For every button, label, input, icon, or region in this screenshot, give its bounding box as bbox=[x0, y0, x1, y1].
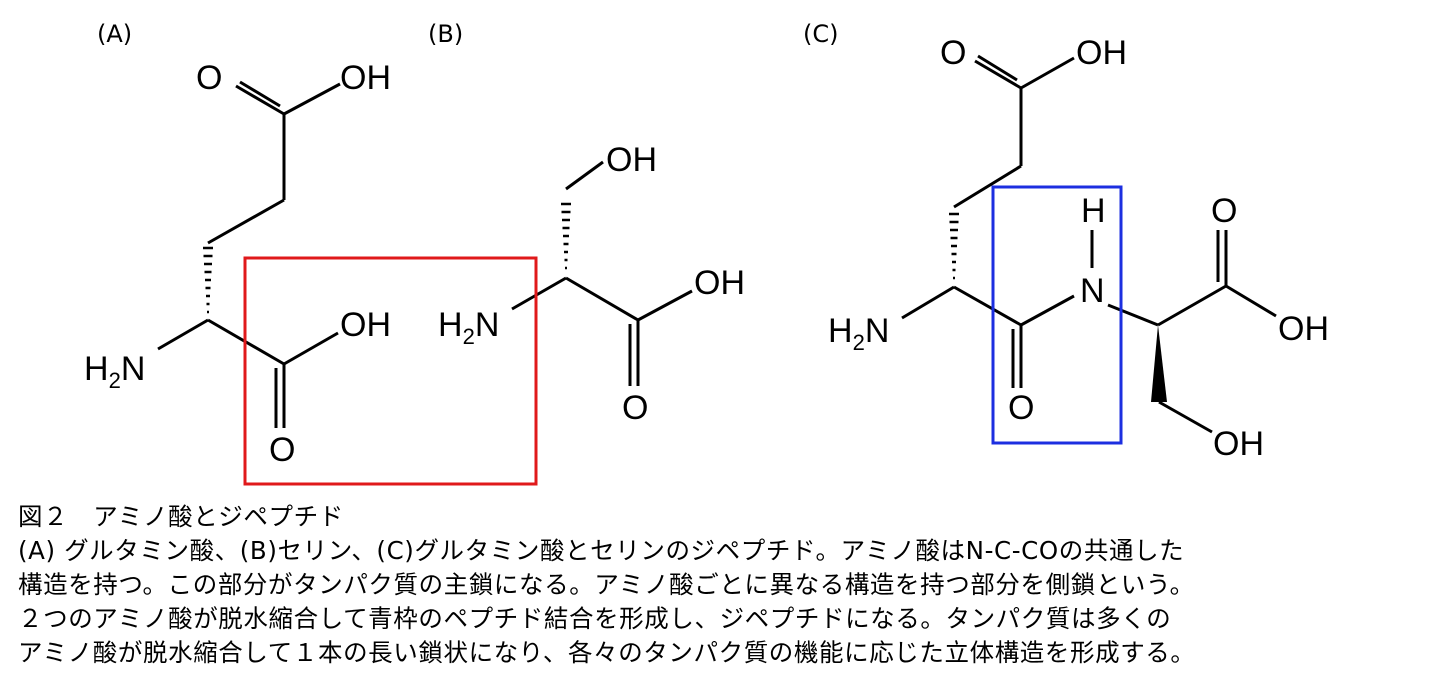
atom-oh-carboxyl-b: OH bbox=[694, 264, 745, 302]
figure-caption: 図２ アミノ酸とジペプチド (A) グルタミン酸、(B)セリン、(C)グルタミン… bbox=[18, 500, 1418, 670]
atom-h2n-a: H2N bbox=[84, 350, 145, 393]
atom-o-carboxyl-c: O bbox=[1211, 192, 1237, 230]
peptide-pair-highlight-box bbox=[243, 256, 538, 486]
atom-oh-carboxyl-c: OH bbox=[1278, 310, 1329, 348]
atom-o-top-a: O bbox=[196, 59, 222, 97]
dipeptide-structure: (C) O OH H2N O H bbox=[803, 20, 1329, 463]
atom-n-amide-c: N bbox=[1080, 272, 1105, 310]
amino-acid-figure: (A) O OH H2N OH bbox=[84, 20, 1329, 486]
atom-o-top-c: O bbox=[940, 34, 966, 72]
caption-title: 図２ アミノ酸とジペプチド bbox=[18, 502, 344, 531]
atom-o-carboxyl-b: O bbox=[622, 389, 648, 427]
hashed-wedge-a bbox=[203, 246, 213, 314]
atom-oh-side-c: OH bbox=[1213, 425, 1264, 463]
hashed-wedge-c bbox=[949, 212, 959, 280]
serine-structure: (B) OH H2N OH O bbox=[428, 20, 745, 427]
glutamic-acid-structure: (A) O OH H2N OH bbox=[84, 20, 391, 469]
atom-h-amide-c: H bbox=[1081, 192, 1106, 230]
peptide-bond-highlight-box bbox=[991, 185, 1123, 445]
caption-line: 構造を持つ。この部分がタンパク質の主鎖になる。アミノ酸ごとに異なる構造を持つ部分… bbox=[18, 570, 1195, 599]
atom-oh-top-a: OH bbox=[340, 59, 391, 97]
atom-oh-side-b: OH bbox=[606, 141, 657, 179]
panel-label-a: (A) bbox=[97, 20, 132, 48]
caption-line: ２つのアミノ酸が脱水縮合して青枠のペプチド結合を形成し、ジペプチドになる。タンパ… bbox=[18, 604, 1172, 633]
caption-line: (A) グルタミン酸、(B)セリン、(C)グルタミン酸とセリンのジペプチド。アミ… bbox=[18, 536, 1185, 565]
panel-label-c: (C) bbox=[803, 20, 838, 48]
panel-label-b: (B) bbox=[428, 20, 463, 48]
caption-line: アミノ酸が脱水縮合して１本の長い鎖状になり、各々のタンパク質の機能に応じた立体構… bbox=[18, 638, 1196, 667]
atom-o-carboxyl-a: O bbox=[269, 431, 295, 469]
hashed-wedge-b bbox=[561, 202, 571, 270]
solid-wedge-c bbox=[1151, 325, 1167, 402]
atom-oh-top-c: OH bbox=[1076, 34, 1127, 72]
atom-h2n-c: H2N bbox=[828, 312, 889, 355]
atom-h2n-b: H2N bbox=[438, 306, 499, 349]
atom-o-carbonyl-c: O bbox=[1008, 389, 1034, 427]
atom-oh-carboxyl-a: OH bbox=[340, 306, 391, 344]
